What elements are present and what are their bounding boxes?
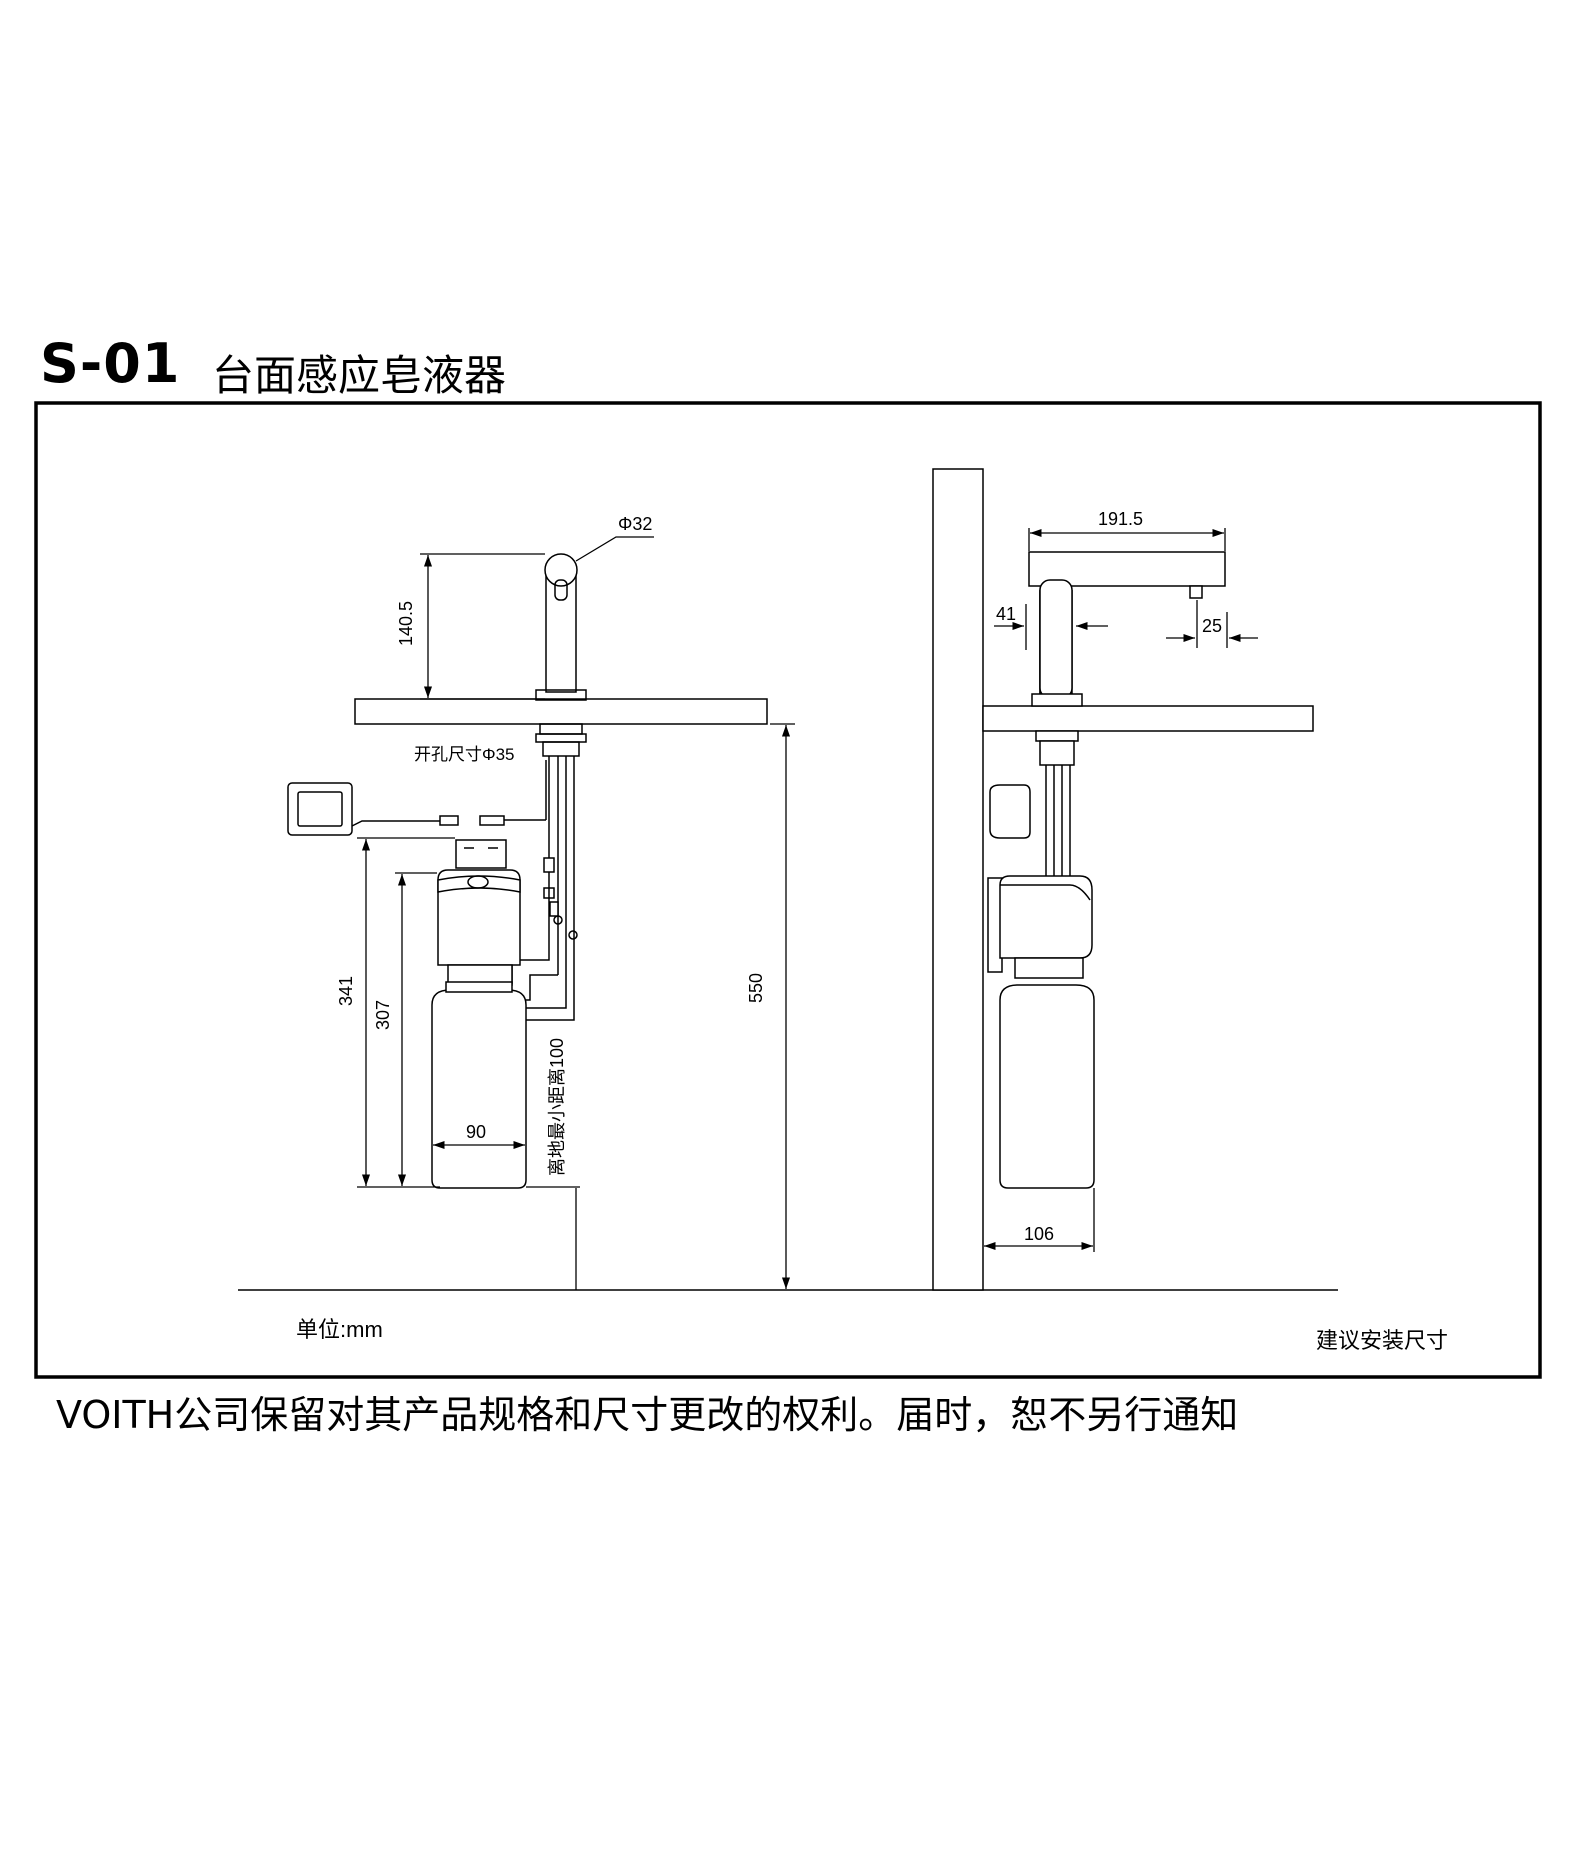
sensor-side (989, 784, 1031, 839)
spout-column (545, 573, 577, 693)
mounting-bracket (455, 839, 507, 869)
dim-spout-height: 140.5 (396, 601, 416, 646)
countertop-right (982, 705, 1314, 732)
dim-floor-distance: 离地最小距离100 (547, 1038, 567, 1176)
drawing-frame (34, 401, 1542, 1379)
side-view (932, 468, 1314, 1291)
soap-bottle-front (431, 989, 527, 1189)
wall (932, 468, 984, 1291)
dim-550: 550 (746, 973, 766, 1003)
dim-307: 307 (373, 1000, 393, 1030)
product-name: 台面感应皂液器 (212, 351, 507, 400)
pump-housing-side (999, 875, 1093, 959)
spout-head (544, 553, 578, 587)
model-code: S-01 (40, 332, 181, 395)
dim-341: 341 (336, 976, 356, 1006)
dim-spout-length: 191.5 (1098, 509, 1143, 529)
dim-spout-diameter: Φ32 (618, 514, 652, 534)
dim-wall-offset: 41 (996, 604, 1016, 624)
dim-bottle-width: 90 (466, 1122, 486, 1142)
countertop-left (354, 698, 768, 725)
dim-nozzle-width: 25 (1202, 616, 1222, 636)
soap-bottle-side (999, 984, 1095, 1189)
side-view-dimensions (984, 528, 1258, 1252)
front-view (287, 553, 768, 1189)
unit-label: 单位:mm (296, 1317, 383, 1342)
dim-bottle-depth: 106 (1024, 1224, 1054, 1244)
dim-hole-size: 开孔尺寸Φ35 (414, 745, 514, 764)
front-view-dimensions (357, 536, 795, 1290)
recommended-label: 建议安装尺寸 (1316, 1328, 1448, 1353)
disclaimer: VOITH公司保留对其产品规格和尺寸更改的权利。届时，恕不另行通知 (56, 1393, 1239, 1437)
